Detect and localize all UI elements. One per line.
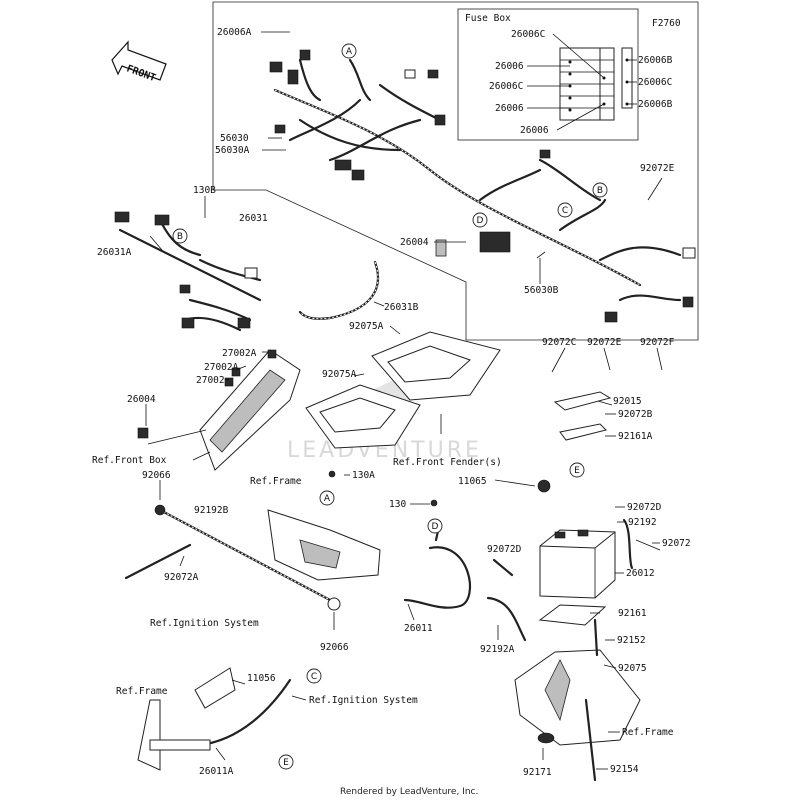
label-26031A: 26031A [97, 247, 132, 258]
label-26004-mid: 26004 [127, 394, 156, 405]
label-130: 130 [389, 499, 406, 510]
svg-text:A: A [346, 47, 353, 57]
label-fb-26006C-b: 26006C [489, 81, 523, 92]
label-92192: 92192 [628, 517, 657, 528]
label-27002A-a: 27002A [222, 348, 257, 359]
bar-92192B [124, 504, 341, 611]
callout-B1: B [592, 182, 608, 198]
label-92066-a: 92066 [142, 470, 171, 481]
callout-E1: E [569, 462, 585, 478]
label-92072C: 92072C [542, 337, 576, 348]
label-92072D-a: 92072D [627, 502, 662, 513]
callout-C1: C [557, 202, 573, 218]
label-92072E-top: 92072E [640, 163, 675, 174]
fuse-box-diagram [527, 33, 637, 131]
label-27002A-b: 27002A [204, 362, 239, 373]
label-92072F: 92072F [640, 337, 675, 348]
label-92152: 92152 [617, 635, 646, 646]
label-92072B: 92072B [618, 409, 653, 420]
diagram-code: F2760 [652, 18, 681, 29]
label-56030: 56030 [220, 133, 249, 144]
front-arrow: FRONT [111, 40, 167, 84]
label-fb-26006B-b: 26006B [638, 99, 673, 110]
footer-credit: Rendered by LeadVenture, Inc. [340, 787, 478, 797]
label-56030B: 56030B [524, 285, 559, 296]
label-fb-26006C-c: 26006C [638, 77, 672, 88]
label-26011A: 26011A [199, 766, 234, 777]
svg-text:A: A [324, 494, 331, 504]
label-130A: 130A [352, 470, 375, 481]
ignition-cable-26011A [137, 667, 292, 771]
ref-frame-a: Ref.Frame [250, 476, 302, 487]
battery-group [514, 391, 661, 782]
label-92066-b: 92066 [320, 642, 349, 653]
part-labels: 26006A 56030 56030A 26031 130B 26031A 26… [92, 27, 691, 778]
label-11065: 11065 [458, 476, 487, 487]
label-26006A: 26006A [217, 27, 252, 38]
label-92075A-b: 92075A [322, 369, 357, 380]
label-11056: 11056 [247, 673, 276, 684]
sub-harness-26031A [114, 211, 262, 332]
callout-B2: B [172, 228, 188, 244]
sub-harness-26031B [298, 260, 380, 320]
ref-ignition-b: Ref.Ignition System [309, 695, 418, 706]
ref-frame-c: Ref.Frame [622, 727, 674, 738]
main-wiring-harness [269, 49, 696, 323]
frame-mount-A [267, 470, 381, 581]
label-fb-26006-a: 26006 [495, 61, 524, 72]
label-fb-26006B-a: 26006B [638, 55, 673, 66]
label-26012: 26012 [626, 568, 655, 579]
label-92171: 92171 [523, 767, 552, 778]
svg-text:C: C [562, 206, 568, 216]
svg-text:D: D [432, 522, 439, 532]
callout-D1: D [472, 212, 488, 228]
label-92072D-b: 92072D [487, 544, 522, 555]
fuse-box-frame [457, 8, 639, 141]
label-92192B: 92192B [194, 505, 229, 516]
label-26031: 26031 [239, 213, 268, 224]
label-92192A: 92192A [480, 644, 515, 655]
callout-D2: D [427, 518, 443, 534]
leader-lines [145, 31, 663, 770]
callout-C2: C [306, 668, 322, 684]
ref-front-box: Ref.Front Box [92, 455, 167, 466]
label-fb-26006-c: 26006 [520, 125, 549, 136]
front-box-assembly [137, 349, 301, 471]
label-92075: 92075 [618, 663, 647, 674]
label-92161A: 92161A [618, 431, 653, 442]
label-92072A: 92072A [164, 572, 199, 583]
label-26011: 26011 [404, 623, 433, 634]
label-fb-26006C-a: 26006C [511, 29, 545, 40]
label-92075A-a: 92075A [349, 321, 384, 332]
label-92072E-mid: 92072E [587, 337, 622, 348]
label-92161: 92161 [618, 608, 647, 619]
svg-text:E: E [574, 466, 580, 476]
label-27002: 27002 [196, 375, 225, 386]
label-56030A: 56030A [215, 145, 250, 156]
label-fb-26006-b: 26006 [495, 103, 524, 114]
callout-A2: A [319, 490, 335, 506]
label-130B: 130B [193, 185, 216, 196]
callout-E2: E [278, 754, 294, 770]
label-92072: 92072 [662, 538, 691, 549]
ref-ignition-a: Ref.Ignition System [150, 618, 259, 629]
label-26004-top: 26004 [400, 237, 429, 248]
svg-text:B: B [177, 232, 183, 242]
fuse-box-title: Fuse Box [465, 13, 511, 24]
callout-A1: A [341, 43, 357, 59]
label-92015: 92015 [613, 396, 642, 407]
cable-26011 [403, 499, 527, 642]
main-harness-frame [212, 1, 699, 341]
label-92154: 92154 [610, 764, 639, 775]
label-26031B: 26031B [384, 302, 419, 313]
svg-text:B: B [597, 186, 603, 196]
front-fender-panels [305, 331, 501, 449]
svg-text:E: E [283, 758, 289, 768]
svg-text:D: D [477, 216, 484, 226]
svg-text:C: C [311, 672, 317, 682]
ref-front-fender: Ref.Front Fender(s) [393, 457, 502, 468]
ref-frame-b: Ref.Frame [116, 686, 168, 697]
